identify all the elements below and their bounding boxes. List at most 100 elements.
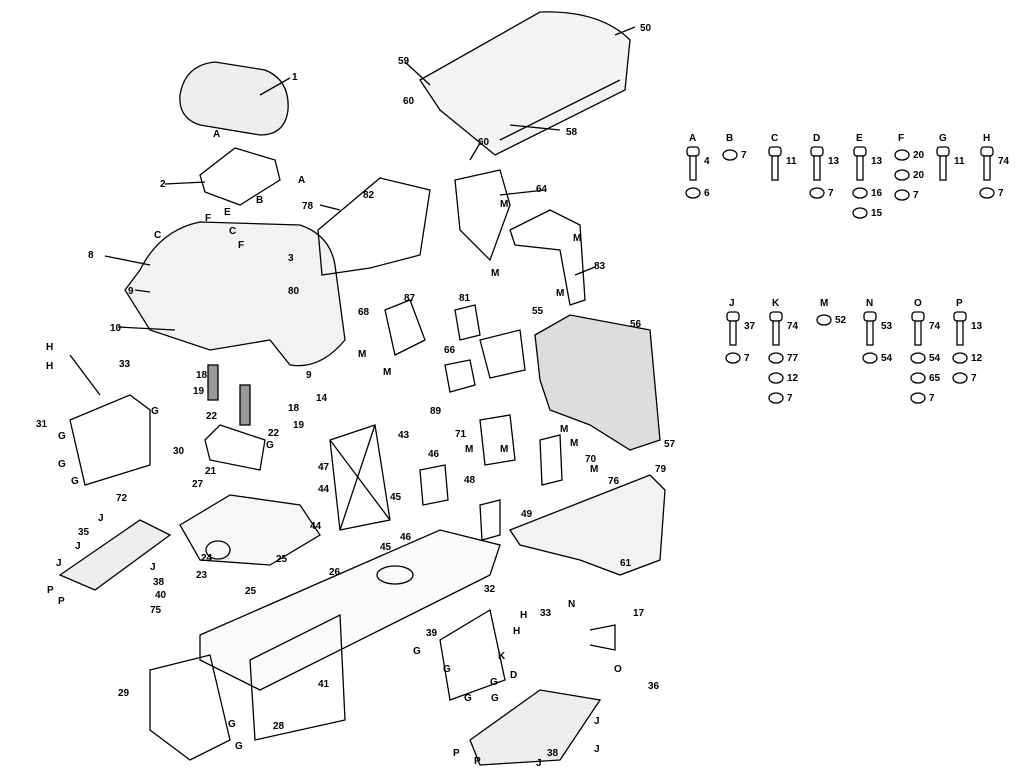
hardware-part-number: 7 [971,373,977,384]
bolt-shank [983,155,991,181]
part-grille-bracket [454,169,511,262]
callout-label: 26 [329,567,341,578]
hardware-part-number: 37 [744,321,756,332]
hardware-part-number: 20 [913,150,925,161]
callout-label: C [154,230,162,241]
hardware-letter: F [898,133,905,144]
nut-washer-icon [910,372,926,384]
callout-label: 82 [363,190,375,201]
callout-label: M [570,438,579,449]
callout-label: G [58,459,66,470]
callout-label: J [98,513,104,524]
callout-label: J [150,562,156,573]
callout-label: 41 [318,679,330,690]
callout-label: 79 [655,464,667,475]
hardware-part-number: 11 [954,156,965,167]
hardware-part-number: 7 [787,393,793,404]
callout-label: 71 [455,429,467,440]
callout-label: 19 [293,420,305,431]
callout-label: 33 [119,359,131,370]
hardware-letter: D [813,133,821,144]
callout-label: 32 [484,584,496,595]
hardware-part-number: 65 [929,373,941,384]
callout-label: B [256,195,264,206]
part-frame [199,529,501,691]
hardware-part-number: 77 [787,353,799,364]
callout-label: 10 [110,323,122,334]
hardware-part-number: 7 [744,353,750,364]
callout-label: P [453,748,460,759]
callout-label: 3 [288,253,294,264]
callout-label: 29 [118,688,130,699]
callout-label: 35 [78,527,90,538]
hardware-letter: E [856,133,863,144]
callout-label: K [498,651,506,662]
callout-label: G [490,677,498,688]
nut-washer-icon [725,352,741,364]
callout-label: 47 [318,462,330,473]
hardware-part-number: 54 [881,353,893,364]
callout-label: 24 [201,553,213,564]
fuel-cap [205,540,231,560]
hardware-letter: G [939,133,947,144]
hardware-part-number: 6 [704,188,710,199]
bolt-shank [956,320,964,346]
callout-label: P [47,585,54,596]
callout-label: M [500,199,509,210]
callout-label: F [238,240,245,251]
part-footrest [58,519,172,591]
callout-label: 89 [430,406,442,417]
callout-label: 39 [426,628,438,639]
nut-washer-icon [809,187,825,199]
part-side-plate [439,608,506,701]
callout-label: 33 [540,608,552,619]
callout-label: O [614,664,622,675]
nut-washer-icon [768,372,784,384]
bolt-shank [771,155,779,181]
hardware-part-number: 16 [871,188,883,199]
bolt-icon [953,311,967,322]
callout-label: 61 [620,558,632,569]
callout-label: M [560,424,569,435]
callout-label: G [58,431,66,442]
bolt-shank [939,155,947,181]
part-housing [479,329,526,379]
callout-label: G [491,693,499,704]
nut-washer-icon [768,392,784,404]
callout-label: 81 [459,293,471,304]
callout-label: 83 [594,261,606,272]
callout-label: 9 [128,286,134,297]
callout-label: 78 [302,201,314,212]
nut-washer-icon [910,392,926,404]
callout-label: C [229,226,237,237]
hardware-part-number: 7 [998,188,1004,199]
bolt-icon [911,311,925,322]
callout-label: G [266,440,274,451]
callout-label: 75 [150,605,162,616]
callout-label: A [298,175,306,186]
callout-label: H [520,610,528,621]
callout-label: 17 [633,608,645,619]
bolt-icon [936,146,950,157]
callout-label: G [228,719,236,730]
part-switch [454,304,481,341]
callout-label: G [151,406,159,417]
nut-washer-icon [979,187,995,199]
part-bracket-49 [479,499,501,541]
part-bracket-70 [539,434,563,486]
hardware-letter: K [772,298,780,309]
nut-washer-icon [816,314,832,326]
callout-label: 14 [316,393,328,404]
callout-label: 45 [380,542,392,553]
callout-label: 68 [358,307,370,318]
hardware-part-number: 12 [971,353,983,364]
part-hood [419,11,631,156]
bolt-icon [853,146,867,157]
callout-label: 21 [205,466,217,477]
part-seat [179,61,289,136]
hardware-letter: P [956,298,963,309]
callout-label: 38 [153,577,165,588]
